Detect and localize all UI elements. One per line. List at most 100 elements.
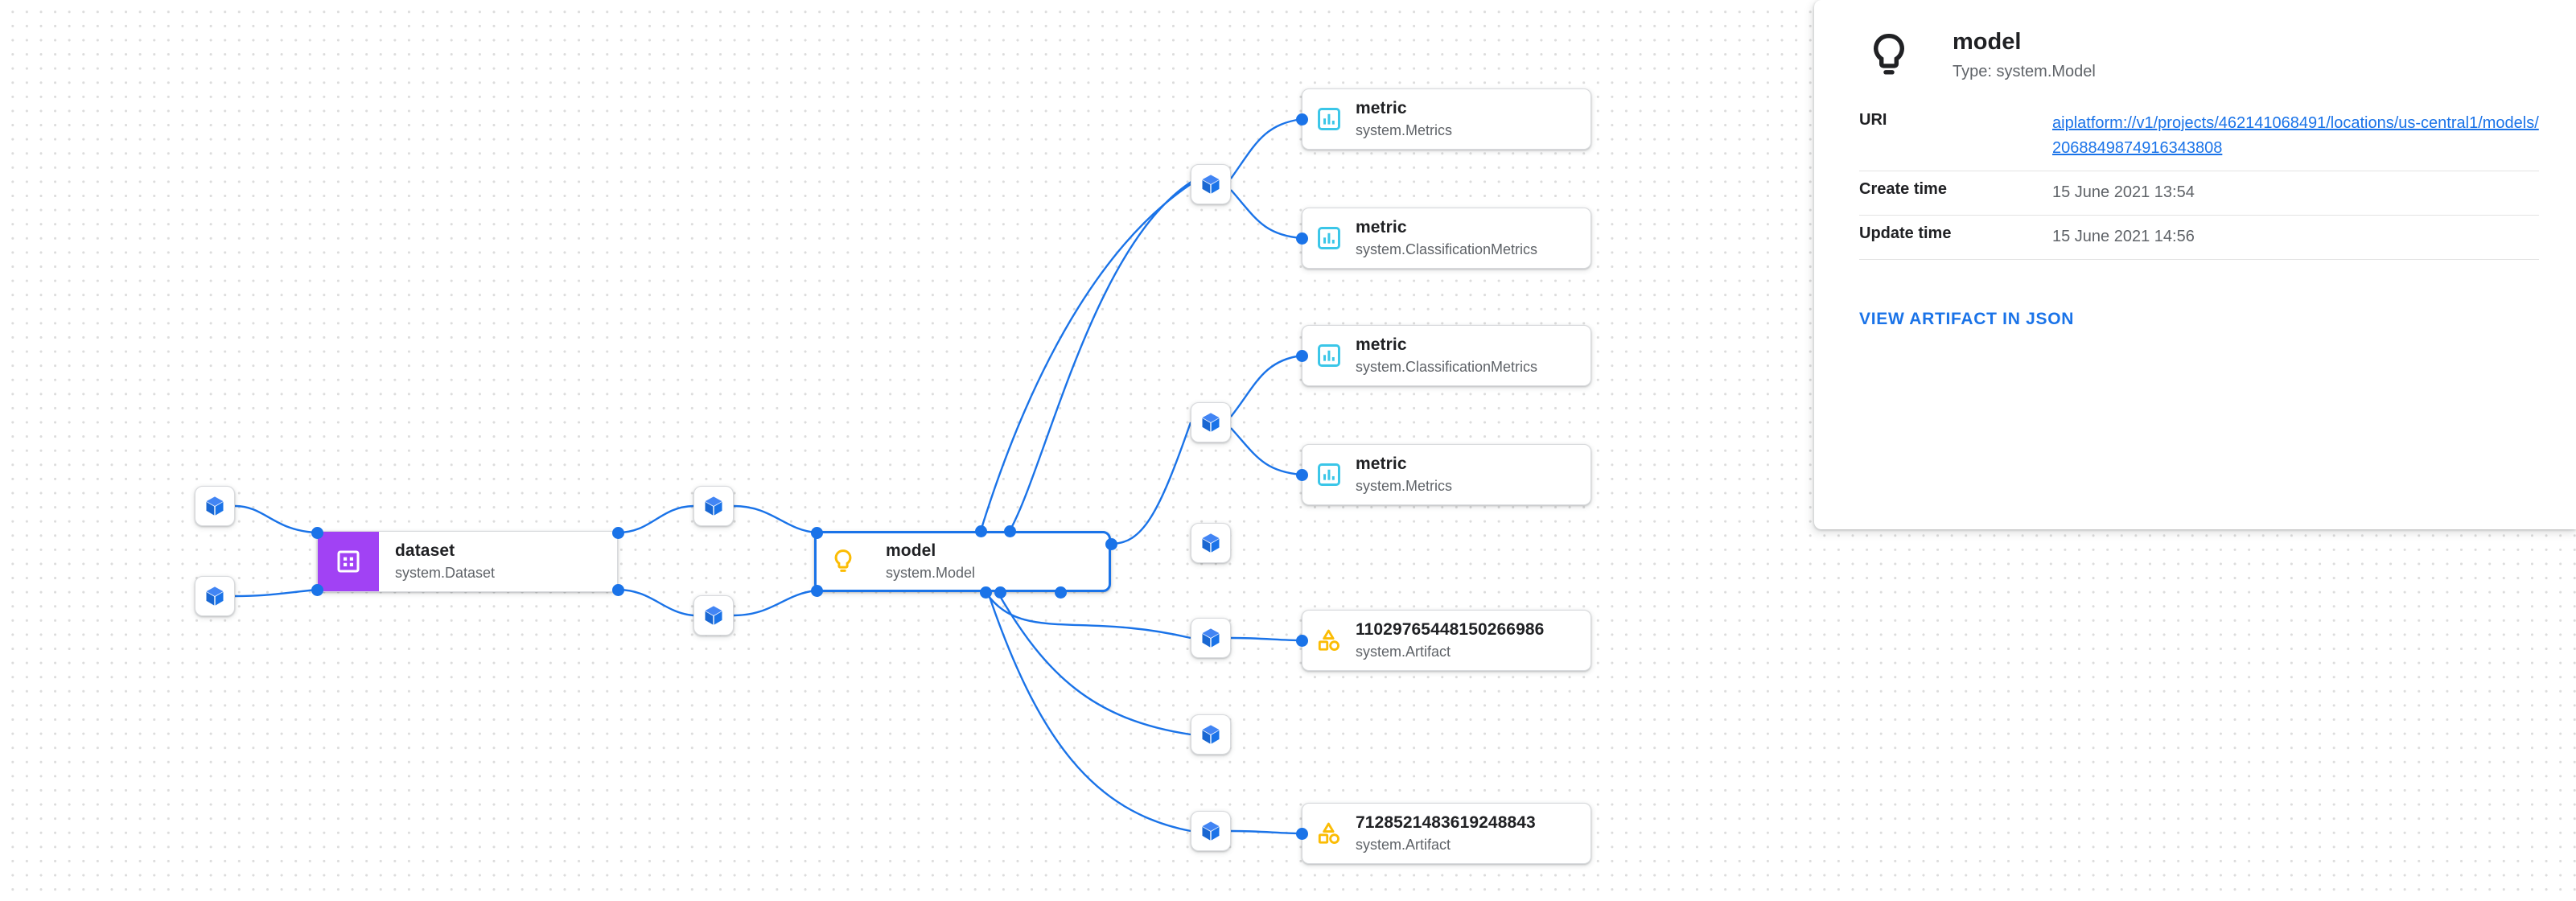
metric-icon — [1318, 463, 1340, 486]
port — [1295, 113, 1308, 125]
edge — [234, 588, 318, 598]
execution-node[interactable] — [693, 486, 734, 526]
port — [1105, 537, 1117, 550]
edge — [985, 591, 1191, 640]
edge — [979, 183, 1191, 532]
edge — [733, 589, 817, 617]
port — [1295, 349, 1308, 362]
dataset-icon-wrapper — [318, 532, 379, 591]
port — [611, 526, 624, 539]
node-text: metric system.Metrics — [1356, 98, 1452, 140]
node-text: dataset system.Dataset — [395, 541, 495, 582]
execution-node[interactable] — [693, 595, 734, 636]
execution-node[interactable] — [1191, 714, 1231, 755]
execution-node[interactable] — [1191, 402, 1231, 442]
cube-icon — [1202, 725, 1220, 744]
node-subtitle: system.Metrics — [1356, 478, 1453, 495]
node-title: dataset — [395, 541, 455, 561]
row-value: aiplatform://v1/projects/462141068491/lo… — [2052, 102, 2539, 171]
node-text: metric system.ClassificationMetrics — [1356, 217, 1537, 259]
artifact-node-dataset[interactable]: dataset system.Dataset — [317, 531, 618, 592]
cube-icon — [705, 606, 722, 625]
cube-icon — [705, 496, 722, 516]
table-row: Update time 15 June 2021 14:56 — [1859, 215, 2539, 260]
port — [611, 583, 624, 596]
port — [1295, 634, 1308, 647]
port — [1054, 586, 1067, 599]
cube-icon — [206, 586, 224, 606]
artifact-node-model[interactable]: model system.Model — [814, 531, 1111, 592]
cube-icon — [1202, 413, 1220, 432]
artifact-icon-wrapper — [1302, 626, 1356, 655]
node-subtitle: system.Dataset — [395, 565, 496, 582]
edge — [1230, 117, 1302, 179]
execution-node[interactable] — [1191, 811, 1231, 851]
port — [979, 586, 992, 599]
cube-icon — [1202, 821, 1220, 841]
edge — [1110, 422, 1192, 545]
artifact-icon-wrapper — [1302, 819, 1356, 848]
artifact-node-metric[interactable]: metric system.Metrics — [1302, 88, 1591, 150]
artifact-node-metric[interactable]: metric system.ClassificationMetrics — [1302, 208, 1591, 269]
artifact-node-metric[interactable]: metric system.ClassificationMetrics — [1302, 325, 1591, 386]
metric-icon — [1318, 108, 1340, 130]
metric-icon-wrapper — [1302, 342, 1356, 369]
node-text: model system.Model — [886, 541, 975, 582]
artifact-node-generic[interactable]: 11029765448150266986 system.Artifact — [1302, 610, 1591, 671]
port — [974, 525, 987, 537]
row-value: 15 June 2021 13:54 — [2052, 171, 2539, 216]
execution-node[interactable] — [1191, 523, 1231, 563]
node-text: 11029765448150266986 system.Artifact — [1356, 619, 1544, 661]
port — [810, 526, 823, 539]
lightbulb-icon-wrapper — [817, 548, 870, 575]
edge — [617, 588, 694, 617]
node-text: 7128521483619248843 system.Artifact — [1356, 813, 1536, 854]
view-artifact-in-json-button[interactable]: VIEW ARTIFACT IN JSON — [1859, 310, 2075, 328]
execution-node[interactable] — [1191, 164, 1231, 204]
properties-table: URI aiplatform://v1/projects/46214106849… — [1859, 102, 2539, 260]
execution-node[interactable] — [195, 576, 235, 616]
port — [311, 526, 323, 539]
lightbulb-icon — [834, 549, 852, 572]
metric-icon-wrapper — [1302, 105, 1356, 133]
dataset-icon — [337, 550, 360, 573]
execution-node[interactable] — [1191, 618, 1231, 658]
node-title: metric — [1356, 455, 1407, 474]
edge — [1230, 636, 1302, 642]
lightbulb-icon-wrapper — [1859, 31, 1919, 80]
port — [1295, 827, 1308, 840]
artifact-detail-panel: model Type: system.Model URI aiplatform:… — [1814, 0, 2576, 529]
node-title: metric — [1356, 99, 1407, 118]
row-key: URI — [1859, 102, 2052, 171]
edge — [733, 504, 817, 534]
node-subtitle: system.Model — [886, 565, 976, 582]
metric-icon — [1318, 227, 1340, 249]
node-subtitle: system.ClassificationMetrics — [1356, 241, 1538, 258]
node-text: metric system.ClassificationMetrics — [1356, 335, 1537, 376]
port — [1295, 232, 1308, 245]
artifact-icon — [1318, 629, 1339, 651]
port — [994, 586, 1006, 599]
artifact-node-generic[interactable]: 7128521483619248843 system.Artifact — [1302, 803, 1591, 864]
node-subtitle: system.Metrics — [1356, 122, 1453, 139]
node-title: metric — [1356, 335, 1407, 355]
cube-icon — [1202, 533, 1220, 553]
uri-link[interactable]: aiplatform://v1/projects/462141068491/lo… — [2052, 114, 2539, 157]
table-row: URI aiplatform://v1/projects/46214106849… — [1859, 102, 2539, 171]
metric-icon-wrapper — [1302, 224, 1356, 252]
artifact-node-metric[interactable]: metric system.Metrics — [1302, 444, 1591, 505]
edge — [986, 591, 1191, 833]
row-value: 15 June 2021 14:56 — [2052, 215, 2539, 260]
artifact-icon — [1318, 822, 1339, 844]
node-text: metric system.Metrics — [1356, 454, 1452, 496]
edge — [996, 591, 1191, 736]
panel-type-label: Type: system.Model — [1953, 63, 2096, 80]
cube-icon — [206, 496, 224, 516]
port — [1003, 525, 1016, 537]
execution-node[interactable] — [195, 486, 235, 526]
node-subtitle: system.Artifact — [1356, 837, 1451, 854]
table-row: Create time 15 June 2021 13:54 — [1859, 171, 2539, 216]
edge — [1008, 179, 1195, 532]
node-title: 11029765448150266986 — [1356, 620, 1545, 640]
